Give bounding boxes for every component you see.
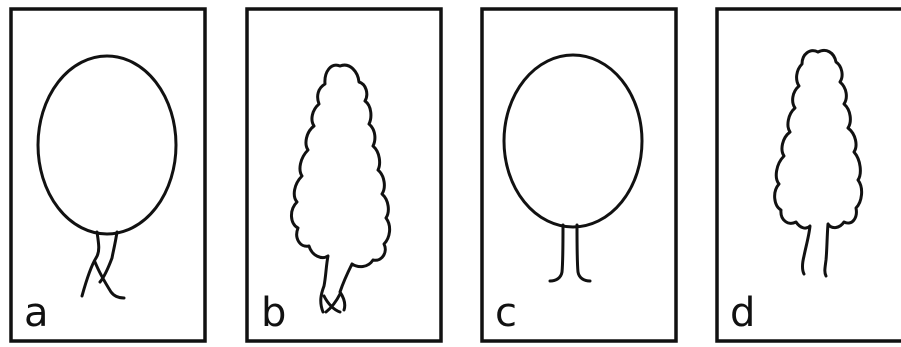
panel-d-label: d	[730, 290, 755, 336]
panel-c-label: c	[495, 290, 517, 336]
panel-b-crossed-stem	[324, 294, 340, 312]
panel-b-label: b	[261, 290, 286, 336]
panel-b-bumpy-outline	[291, 65, 389, 312]
panel-d-bumpy-outline	[775, 50, 862, 276]
panel-c-parallel-stem	[550, 225, 590, 281]
panel-d: d	[717, 9, 901, 341]
panel-c-oval-outline	[504, 55, 642, 227]
panel-a-crossed-stem	[82, 232, 124, 298]
panel-a: a	[11, 9, 205, 341]
panel-b: b	[247, 9, 441, 341]
panel-a-oval-outline	[38, 56, 176, 234]
panel-c: c	[482, 9, 676, 341]
panel-a-label: a	[24, 290, 49, 336]
